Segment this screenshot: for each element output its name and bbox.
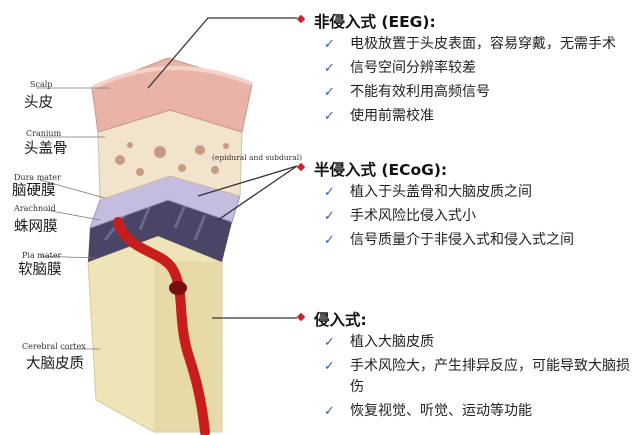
list-item: ✓手术风险比侵入式小	[293, 206, 638, 227]
list-item: ✓信号空间分辨率较差	[293, 58, 638, 79]
section-invasive: 侵入式: ✓植入大脑皮质 ✓手术风险大，产生排异反应，可能导致大脑损伤 ✓恢复视…	[293, 307, 638, 422]
pointer-ecog-b	[217, 165, 298, 221]
list-item: ✓不能有效利用高频信号	[293, 82, 638, 103]
checkmark-icon: ✓	[324, 85, 335, 100]
label-cranium-en: Cranium	[26, 129, 62, 138]
list-item: ✓植入于头盖骨和大脑皮质之间	[293, 182, 638, 203]
bone-pores	[115, 142, 229, 176]
label-scalp-en: Scalp	[30, 80, 53, 89]
brain-layers-illustration	[36, 17, 298, 435]
section-invasive-title: 侵入式:	[314, 311, 367, 329]
checkmark-icon: ✓	[324, 37, 335, 52]
checkmark-icon: ✓	[324, 109, 335, 124]
checkmark-icon: ✓	[324, 209, 335, 224]
label-arachnoid-en: Arachnoid	[14, 204, 56, 213]
list-item: ✓恢复视觉、听觉、运动等功能	[293, 401, 638, 422]
diamond-bullet-icon	[296, 162, 306, 172]
checkmark-icon: ✓	[324, 61, 335, 76]
checkmark-icon: ✓	[324, 335, 335, 350]
section-ecog: 半侵入式 (ECoG): ✓植入于头盖骨和大脑皮质之间 ✓手术风险比侵入式小 ✓…	[293, 157, 638, 251]
section-ecog-header: 半侵入式 (ECoG):	[293, 157, 638, 179]
list-item: ✓植入大脑皮质	[293, 332, 638, 353]
section-eeg-list: ✓电极放置于头皮表面，容易穿戴，无需手术 ✓信号空间分辨率较差 ✓不能有效利用高…	[293, 34, 638, 127]
label-cortex-en: Cerebral cortex	[22, 342, 86, 351]
checkmark-icon: ✓	[324, 404, 335, 419]
label-cortex-zh: 大脑皮质	[26, 356, 84, 372]
scalp-surface	[91, 66, 253, 90]
leader-pia	[39, 255, 96, 259]
label-dura-en: Dura mater	[14, 173, 61, 182]
leader-arachnoid	[45, 209, 101, 221]
scalp-layer	[91, 57, 253, 133]
pointer-eeg	[147, 17, 297, 89]
diamond-bullet-icon	[296, 14, 306, 24]
checkmark-icon: ✓	[324, 233, 335, 248]
diamond-bullet-icon	[296, 312, 306, 322]
list-item: ✓手术风险大，产生排异反应，可能导致大脑损伤	[324, 358, 630, 395]
vessel-opening	[169, 281, 187, 295]
pointer-ecog-a	[197, 165, 298, 197]
list-item: ✓电极放置于头皮表面，容易穿戴，无需手术	[293, 34, 638, 55]
section-eeg-title: 非侵入式 (EEG):	[314, 13, 436, 31]
label-cranium-zh: 头盖骨	[24, 141, 68, 157]
section-invasive-header: 侵入式:	[293, 307, 638, 329]
list-item: ✓使用前需校准	[293, 106, 638, 127]
section-ecog-title: 半侵入式 (ECoG):	[314, 161, 448, 179]
label-pia-zh: 软脑膜	[18, 262, 62, 278]
blood-vessel	[113, 217, 210, 435]
label-epidural-subdural: (epidural and subdural)	[212, 153, 303, 162]
section-ecog-list: ✓植入于头盖骨和大脑皮质之间 ✓手术风险比侵入式小 ✓信号质量介于非侵入式和侵入…	[293, 182, 638, 251]
text-panel: 非侵入式 (EEG): ✓电极放置于头皮表面，容易穿戴，无需手术 ✓信号空间分辨…	[293, 0, 638, 435]
checkmark-icon: ✓	[324, 185, 335, 200]
section-eeg-header: 非侵入式 (EEG):	[293, 9, 638, 31]
label-arachnoid-zh: 蛛网膜	[14, 219, 58, 235]
pia-layer	[88, 200, 232, 262]
label-dura-zh: 脑硬膜	[12, 183, 56, 199]
section-invasive-list: ✓植入大脑皮质 ✓手术风险大，产生排异反应，可能导致大脑损伤 ✓恢复视觉、听觉、…	[293, 332, 638, 422]
label-pia-en: Pia mater	[22, 251, 62, 260]
list-item: ✓信号质量介于非侵入式和侵入式之间	[293, 230, 638, 251]
checkmark-icon: ✓	[324, 359, 335, 374]
label-scalp-zh: 头皮	[24, 95, 53, 111]
leader-dura	[39, 179, 106, 199]
section-eeg: 非侵入式 (EEG): ✓电极放置于头皮表面，容易穿戴，无需手术 ✓信号空间分辨…	[293, 9, 638, 127]
